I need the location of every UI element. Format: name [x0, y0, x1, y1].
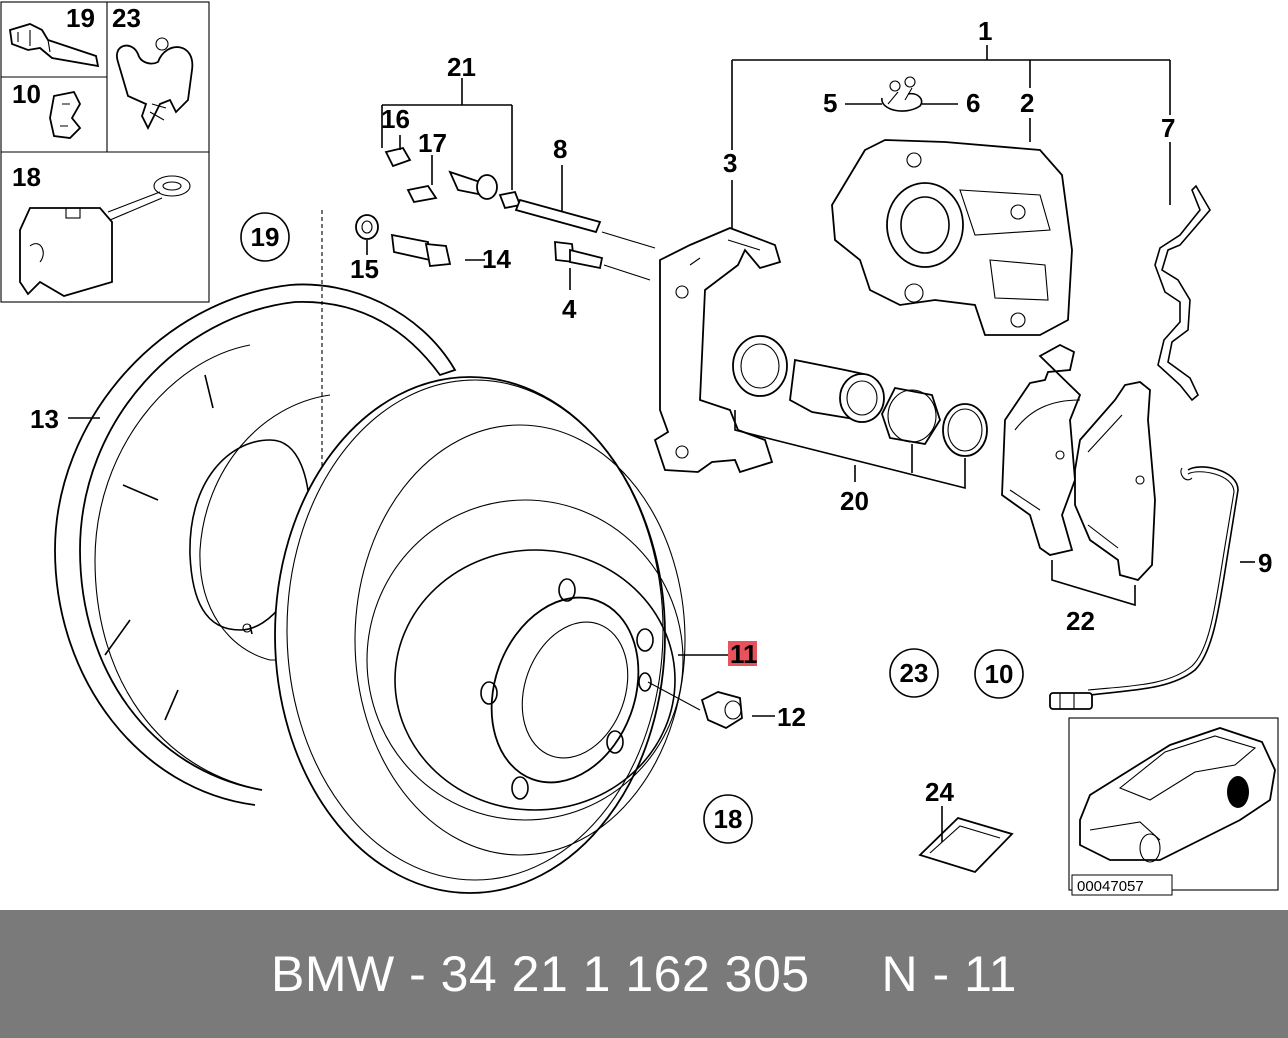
- inset-label-18: 18: [12, 162, 41, 192]
- part-number-text: BMW - 34 21 1 162 305 N - 11: [271, 946, 1017, 1002]
- clip-19-icon: [8, 23, 100, 68]
- inset-grid: 19 23 10 18: [0, 1, 210, 303]
- clip-5-6: [881, 76, 923, 112]
- brake-disc: [274, 376, 686, 894]
- callout-21: 21: [447, 52, 476, 82]
- callout-1: 1: [978, 16, 992, 46]
- callout-5: 5: [823, 88, 837, 118]
- callout-16: 16: [381, 104, 410, 134]
- holder-23-icon: [116, 37, 194, 131]
- callout-17: 17: [418, 128, 447, 158]
- circle-ref-10-text: 10: [985, 659, 1014, 689]
- callout-20: 20: [840, 486, 869, 516]
- inset-label-10: 10: [12, 79, 41, 109]
- brake-pads: [1001, 343, 1156, 582]
- callout-9: 9: [1258, 548, 1272, 578]
- callout-6: 6: [966, 88, 980, 118]
- circled-references: 19 23 10 18: [240, 212, 1024, 844]
- caliper-housing: [831, 139, 1073, 336]
- callout-2: 2: [1020, 88, 1034, 118]
- grease-sachet: [918, 816, 1014, 874]
- circle-ref-23: [889, 648, 939, 698]
- callout-24: 24: [925, 777, 954, 807]
- bolts-and-pins: [355, 146, 656, 281]
- car-location-inset: 00047057: [1068, 717, 1279, 896]
- callout-13: 13: [30, 404, 59, 434]
- callouts: 1 2 3 4 5 6 7 8 9 11 12 13 14 15 16 17 2…: [30, 16, 1272, 807]
- leader-lines: [68, 45, 1255, 842]
- circle-ref-18-text: 18: [714, 804, 743, 834]
- callout-22: 22: [1066, 606, 1095, 636]
- inset-label-23: 23: [112, 3, 141, 33]
- wear-sensor-cable: [1049, 466, 1239, 710]
- circle-ref-23-text: 23: [900, 658, 929, 688]
- exploded-brake-diagram: 19 23 10 18: [0, 1, 1279, 896]
- car-inset-code: 00047057: [1077, 878, 1144, 895]
- parts-diagram: 19 23 10 18: [0, 1, 1279, 896]
- callout-14: 14: [482, 244, 511, 274]
- caliper-carrier: [653, 227, 782, 474]
- callout-12: 12: [777, 702, 806, 732]
- bleed-screw: [700, 691, 743, 730]
- dust-shield: [54, 210, 457, 806]
- inset-label-19: 19: [66, 3, 95, 33]
- circle-ref-19-text: 19: [251, 222, 280, 252]
- part-number-footer: BMW - 34 21 1 162 305 N - 11: [0, 910, 1288, 1038]
- callout-3: 3: [723, 148, 737, 178]
- piston-set: [732, 335, 988, 457]
- circle-ref-18: [703, 794, 753, 844]
- circle-ref-19: [240, 212, 290, 262]
- clip-10-icon: [49, 90, 82, 139]
- callout-15: 15: [350, 254, 379, 284]
- sensor-18-icon: [19, 175, 191, 297]
- callout-11: 11: [730, 639, 758, 669]
- callout-4: 4: [562, 294, 577, 324]
- circle-ref-10: [974, 649, 1024, 699]
- highlight-11: [728, 641, 757, 666]
- callout-8: 8: [553, 134, 567, 164]
- callout-7: 7: [1161, 113, 1175, 143]
- anti-rattle-spring: [1154, 184, 1211, 402]
